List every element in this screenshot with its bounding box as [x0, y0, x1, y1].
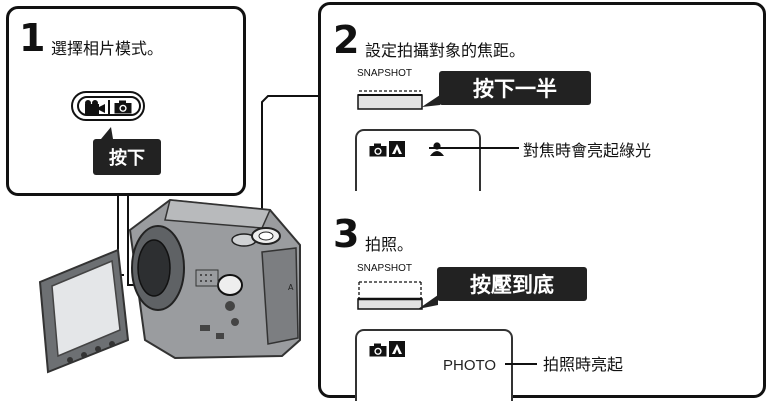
still-camera-icon: [114, 100, 132, 114]
snapshot-button-half[interactable]: [355, 81, 425, 111]
auto-mode-icon: [389, 341, 405, 357]
still-camera-icon: [369, 143, 387, 157]
step2-number: 2: [333, 18, 359, 62]
step1-panel: 1 選擇相片模式。 按下: [6, 6, 246, 196]
photo-indicator: PHOTO: [443, 357, 497, 374]
step2-instruction: 設定拍攝對象的焦距。: [365, 41, 526, 60]
snapshot-button-full[interactable]: [355, 277, 425, 317]
pointer-arrow-icon: [418, 295, 438, 309]
focus-person-icon: [430, 142, 444, 156]
svg-text:A: A: [288, 283, 294, 292]
snapshot-label: SNAPSHOT: [357, 68, 413, 79]
focus-callout: 對焦時會亮起綠光: [523, 141, 652, 160]
lcd-focus-screen: [355, 129, 481, 191]
auto-mode-icon: [389, 141, 405, 157]
pointer-arrow-icon: [422, 95, 440, 107]
step1-number: 1: [19, 16, 45, 60]
press-button-label: 按下: [93, 139, 161, 175]
callout-line: [429, 147, 519, 149]
still-camera-icon: [369, 343, 387, 357]
video-camera-icon: [85, 100, 105, 114]
step2-3-panel: 2 設定拍攝對象的焦距。 SNAPSHOT 按下一半 對焦時會亮起綠光 3 拍照…: [318, 2, 766, 401]
callout-line: [505, 363, 537, 365]
lcd-photo-screen: PHOTO: [355, 329, 513, 401]
photo-callout: 拍照時亮起: [543, 355, 624, 374]
mode-switch-icon[interactable]: [71, 91, 145, 121]
press-full-label: 按壓到底: [437, 267, 587, 301]
step3-number: 3: [333, 212, 359, 256]
pointer-arrow-icon: [101, 127, 113, 139]
step3-instruction: 拍照。: [365, 235, 414, 254]
snapshot-label: SNAPSHOT: [357, 263, 413, 274]
press-half-label: 按下一半: [439, 71, 591, 105]
step1-instruction: 選擇相片模式。: [51, 39, 164, 58]
